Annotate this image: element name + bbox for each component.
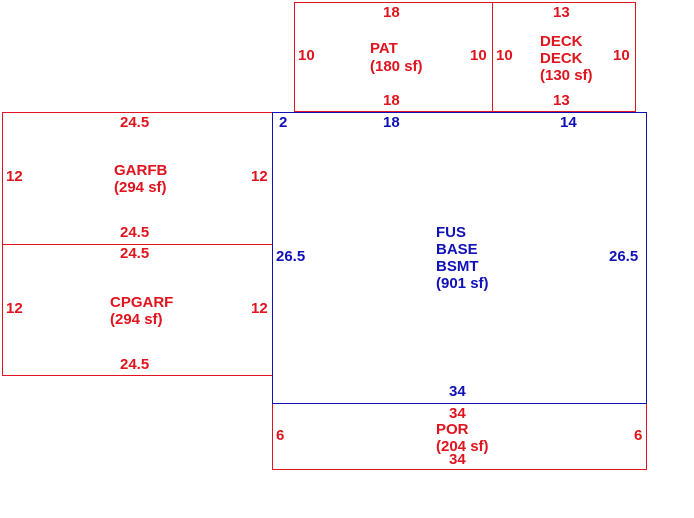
deck-right-dimension: 10 [613,47,630,64]
pat-area: (180 sf) [370,58,423,75]
main-bottom-dimension: 34 [449,383,466,400]
deck-bottom-dimension: 13 [553,92,570,109]
deck-outline [492,2,636,112]
cpgarf-right-dimension: 12 [251,300,268,317]
cpgarf-top-dimension: 24.5 [120,245,150,262]
garfb-area: (294 sf) [114,179,167,196]
main-name-line1: FUS [436,224,466,241]
cpgarf-name: CPGARF [110,294,174,311]
por-left-dimension: 6 [276,427,285,444]
pat-left-dimension: 10 [298,47,315,64]
main-name-line2: BASE [436,241,478,258]
main-area: (901 sf) [436,275,489,292]
main-area-outline [272,112,647,404]
deck-top-dimension: 13 [553,4,570,21]
por-top-dimension: 34 [449,405,466,422]
garfb-left-dimension: 12 [6,168,23,185]
garfb-name: GARFB [114,162,168,179]
cpgarf-bottom-dimension: 24.5 [120,356,150,373]
garfb-bottom-dimension: 24.5 [120,224,150,241]
pat-bottom-dimension: 18 [383,92,400,109]
main-corner-dimension: 2 [279,114,288,131]
pat-name: PAT [370,40,398,57]
main-top-dimension-a: 18 [383,114,400,131]
cpgarf-left-dimension: 12 [6,300,23,317]
deck-name-line1: DECK [540,33,583,50]
por-bottom-dimension: 34 [449,451,466,468]
deck-name-line2: DECK [540,50,583,67]
pat-right-dimension: 10 [470,47,487,64]
pat-top-dimension: 18 [383,4,400,21]
main-name-line3: BSMT [436,258,479,275]
por-name: POR [436,421,469,438]
garfb-top-dimension: 24.5 [120,114,150,131]
cpgarf-area: (294 sf) [110,311,163,328]
main-left-dimension: 26.5 [276,248,306,265]
por-area: (204 sf) [436,438,489,455]
deck-left-dimension: 10 [496,47,513,64]
por-right-dimension: 6 [634,427,643,444]
garfb-right-dimension: 12 [251,168,268,185]
deck-area: (130 sf) [540,67,593,84]
main-right-dimension: 26.5 [609,248,639,265]
main-top-dimension-b: 14 [560,114,577,131]
